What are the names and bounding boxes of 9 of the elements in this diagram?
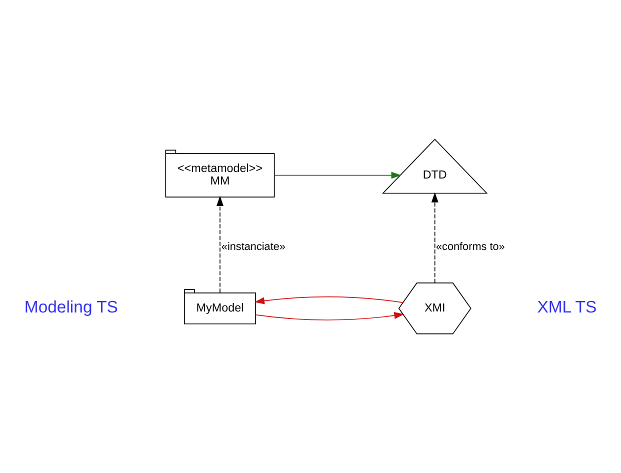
arrow — [216, 196, 224, 294]
arrow — [431, 192, 438, 284]
arrow — [255, 312, 404, 320]
edge-label: «conforms to» — [436, 241, 505, 254]
edge-label: «instanciate» — [221, 241, 286, 254]
label: XML TS — [537, 298, 597, 317]
arrow — [274, 172, 402, 179]
arrow — [254, 296, 404, 304]
label: Modeling TS — [24, 298, 118, 317]
